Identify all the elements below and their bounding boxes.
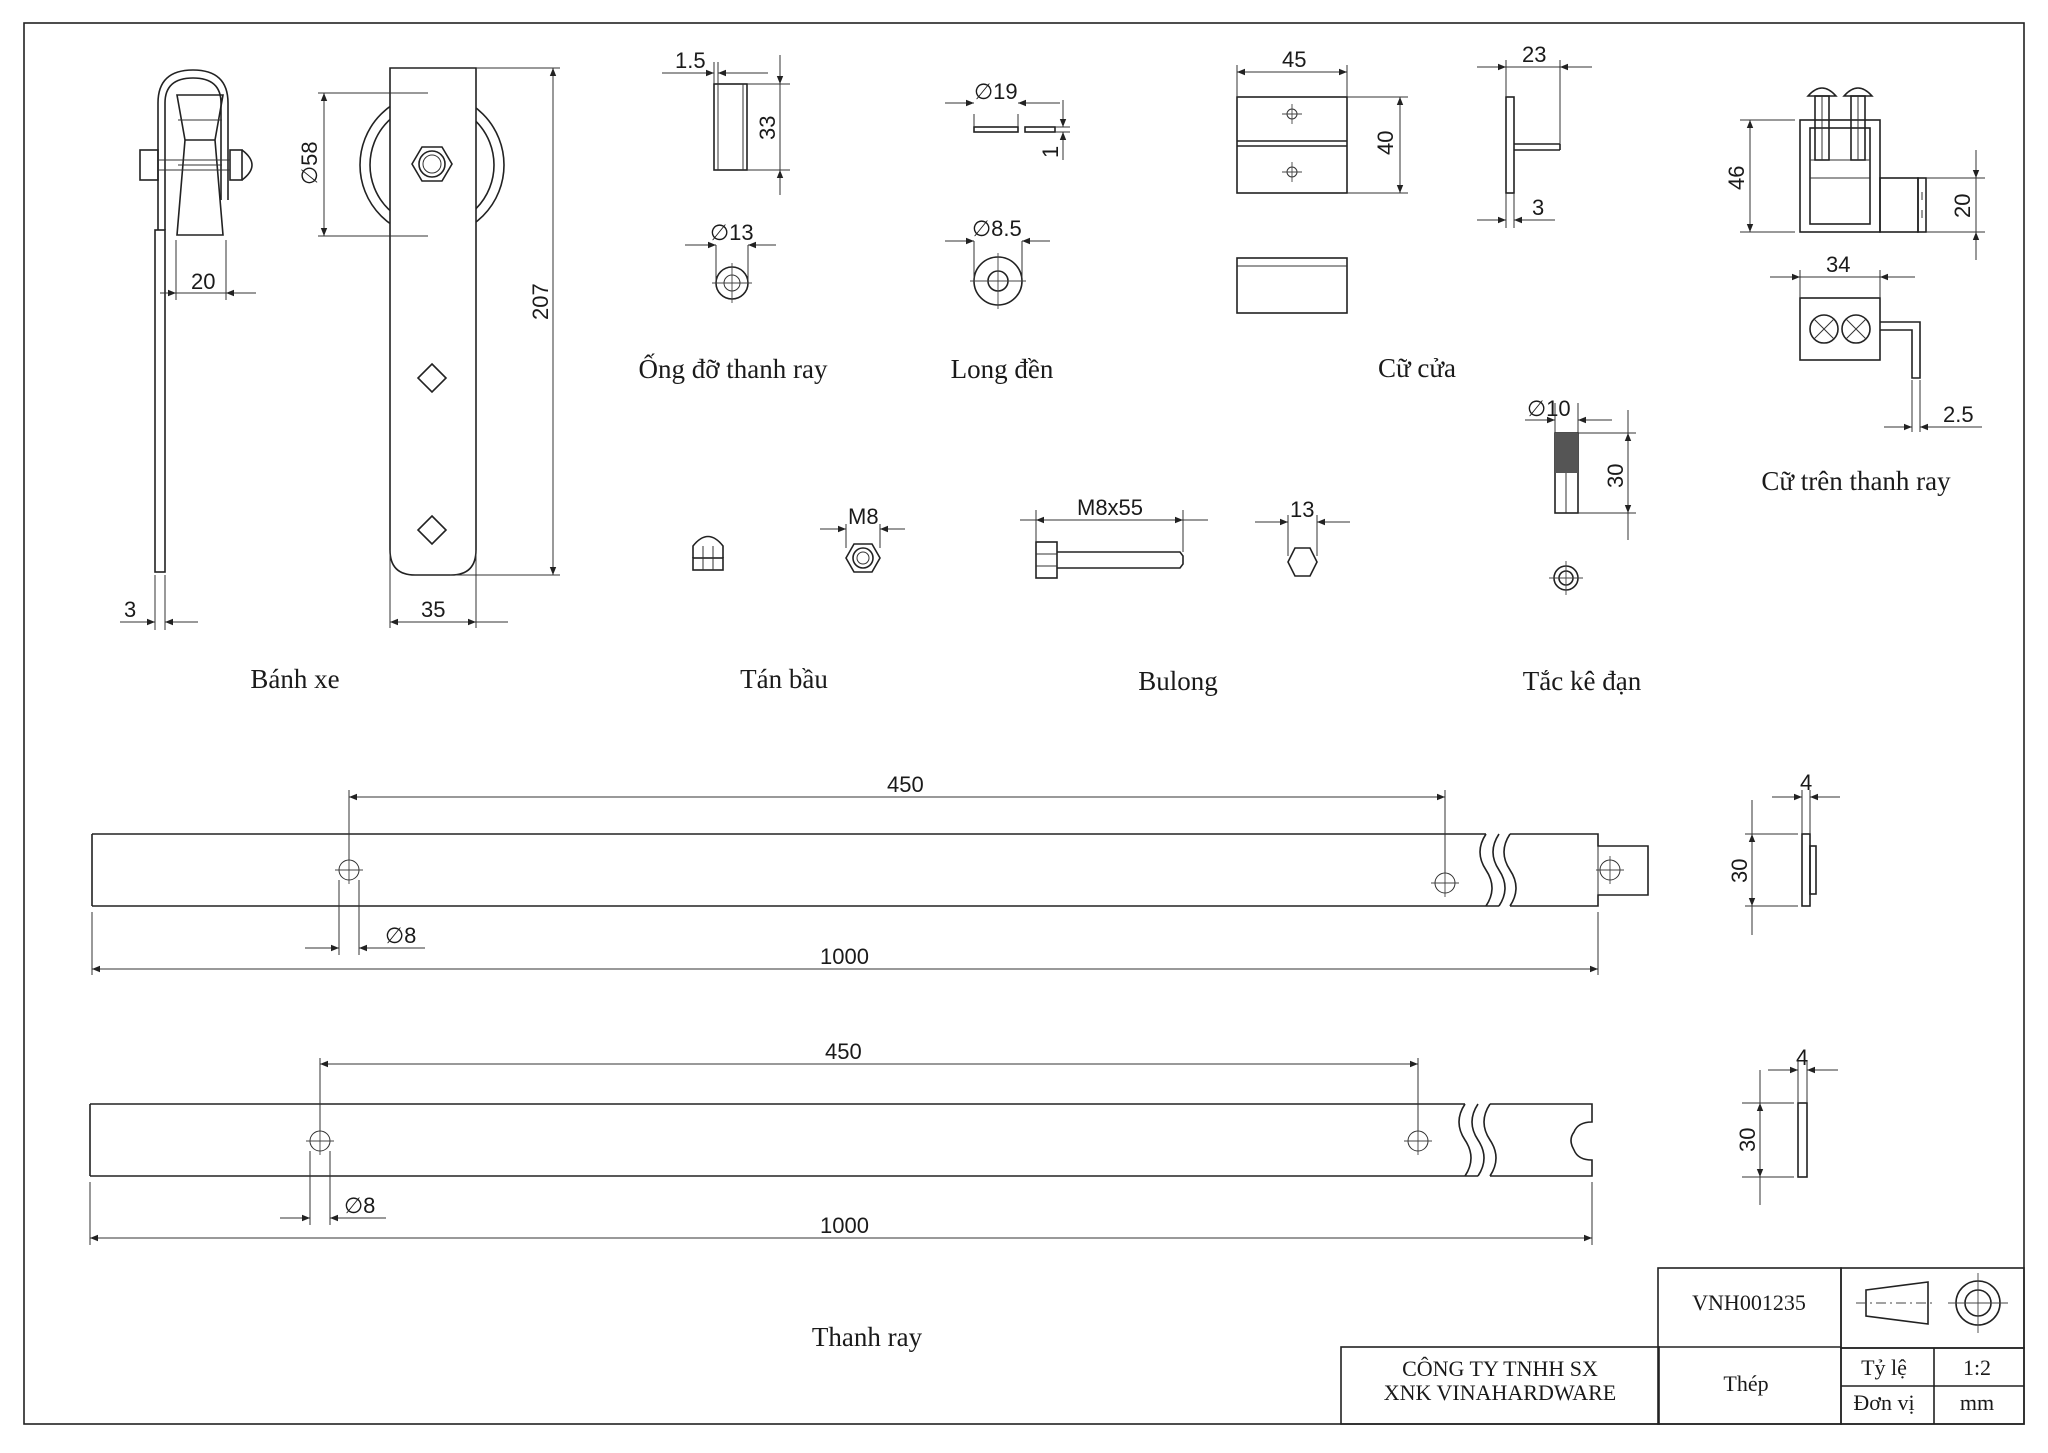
dim-rail-top-thick: 4 [1800,770,1812,795]
dim-plate-thickness: 3 [124,597,136,622]
wheel-front-dimensions: ∅58 207 35 [297,67,560,628]
title-unit-value: mm [1960,1390,1994,1415]
dim-washer-thick: 1 [1038,146,1063,158]
title-block: VNH001235 CÔNG TY TNHH SX XNK VINAHARDWA… [1340,1267,2025,1425]
title-material: Thép [1723,1371,1768,1396]
cap-nut: M8 [692,504,905,573]
dim-wheel-height: 207 [528,283,553,320]
rail-top: 450 ∅8 1000 4 30 [91,770,1840,975]
dim-tube-length: 33 [755,116,780,140]
dim-rail-bottom-spacing: 450 [825,1039,862,1064]
dim-wheel-width: 20 [191,269,215,294]
caption-banh-xe: Bánh xe [250,664,339,694]
dim-rail-bottom-height: 30 [1735,1128,1760,1152]
wheel-side-view [139,69,253,573]
title-unit-label: Đơn vị [1853,1390,1914,1415]
title-scale-label: Tỷ lệ [1861,1355,1907,1380]
anchor-sleeve: ∅10 30 [1525,396,1636,595]
dim-wheel-dia: ∅58 [297,141,322,185]
dim-washer-outer: ∅19 [974,79,1018,104]
dim-guide-thick: 3 [1532,195,1544,220]
dim-stop-plate: 2.5 [1943,402,1974,427]
dim-bolt-spec: M8x55 [1077,495,1143,520]
caption-ong-do-thanh-ray: Ống đỡ thanh ray [639,353,828,384]
dim-rail-top-length: 1000 [820,944,869,969]
projection-symbol [1856,1273,2008,1333]
dim-rail-top-hole: ∅8 [385,923,416,948]
dim-rail-bottom-thick: 4 [1796,1045,1808,1070]
wheel-front-view [359,67,505,576]
dim-stop-flange: 20 [1950,194,1975,218]
dim-wheel-plate-width: 35 [421,597,445,622]
title-company-line2: XNK VINAHARDWARE [1384,1380,1616,1405]
dim-guide-height: 40 [1373,131,1398,155]
dim-tube-wall: 1.5 [675,48,706,73]
rail-bottom: 450 ∅8 1000 4 30 [89,1039,1838,1245]
caption-cu-tren-thanh-ray: Cữ trên thanh ray [1761,466,1951,496]
wheel-side-dimensions: 20 3 [120,240,256,630]
dim-guide-depth: 23 [1522,42,1546,67]
caption-long-den: Long đền [951,354,1054,384]
dim-anchor-len: 30 [1603,464,1628,488]
title-drawing-number: VNH001235 [1692,1290,1806,1315]
dim-guide-width: 45 [1282,47,1306,72]
door-guide: 45 40 23 3 [1236,42,1592,314]
dim-rail-top-height: 30 [1727,859,1752,883]
caption-thanh-ray: Thanh ray [812,1322,923,1352]
title-company-line1: CÔNG TY TNHH SX [1402,1356,1598,1381]
dim-rail-bottom-length: 1000 [820,1213,869,1238]
rail-stop: 46 20 34 2.5 [1724,87,1985,432]
spacer-tube: 1.5 33 ∅13 [662,48,790,303]
dim-rail-bottom-hole: ∅8 [344,1193,375,1218]
dim-stop-height: 46 [1724,166,1749,190]
washer: ∅19 1 ∅8.5 [945,79,1070,309]
title-scale-value: 1:2 [1963,1355,1991,1380]
dim-bolt-head: 13 [1290,497,1314,522]
dim-stop-width: 34 [1826,252,1850,277]
dim-tube-dia: ∅13 [710,220,754,245]
bolt: M8x55 13 [1020,495,1350,579]
drawing-frame [23,22,2025,1425]
caption-bulong: Bulong [1138,666,1218,696]
caption-tan-bau: Tán bầu [740,664,828,694]
caption-tac-ke-dan: Tắc kê đạn [1523,666,1642,696]
caption-cu-cua: Cữ cửa [1378,353,1456,383]
dim-washer-inner: ∅8.5 [972,216,1022,241]
dim-nut-thread: M8 [848,504,879,529]
dim-rail-top-spacing: 450 [887,772,924,797]
dim-anchor-dia: ∅10 [1527,396,1571,421]
